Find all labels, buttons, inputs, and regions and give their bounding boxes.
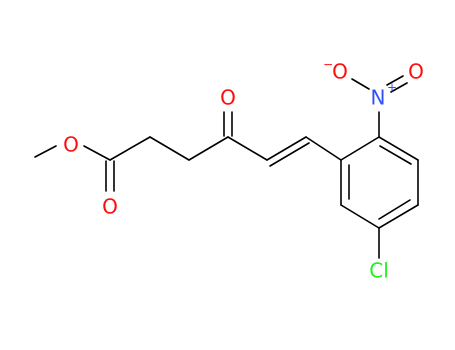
atom-nitro-nitrogen: N bbox=[371, 86, 386, 110]
bond-ring-2-3 bbox=[378, 136, 419, 161]
bond-alkene-ring bbox=[305, 136, 342, 161]
bond-ketone-c-alkene-c bbox=[227, 136, 268, 161]
atom-chlorine: Cl bbox=[369, 259, 389, 283]
bond-methyl-ester-o bbox=[34, 145, 57, 158]
atom-nitro-oxygen-2: O bbox=[408, 60, 424, 84]
bond-ester-o-carbonyl-c bbox=[83, 145, 111, 161]
atom-ester-oxygen: O bbox=[63, 133, 79, 157]
atom-ester-carbonyl-oxygen: O bbox=[102, 195, 118, 219]
atom-ketone-oxygen: O bbox=[220, 86, 236, 110]
nitro-nitrogen-charge: + bbox=[387, 81, 397, 95]
bond-ch2-ketone-c bbox=[188, 136, 229, 161]
bond-ring-inner-2 bbox=[378, 199, 411, 220]
bonds bbox=[34, 75, 419, 259]
bond-ch2-ch2 bbox=[149, 136, 190, 161]
bond-ring-inner-1 bbox=[379, 145, 412, 165]
bond-nitro-n-o2-b bbox=[390, 82, 408, 93]
bond-ring-1-2 bbox=[340, 136, 380, 161]
bond-nitro-n-o2-a bbox=[386, 75, 404, 86]
atom-labels: O O O N + O − O Cl bbox=[63, 58, 424, 283]
bond-ring-4-5 bbox=[378, 204, 419, 229]
bond-ring-5-6 bbox=[340, 204, 380, 229]
atom-nitro-oxygen-1: O bbox=[332, 60, 348, 84]
bond-alkene-double-a bbox=[266, 136, 307, 161]
bond-ester-c-ch2 bbox=[109, 136, 151, 161]
bond-alkene-double-b bbox=[269, 142, 310, 167]
bond-nitro-n-o1 bbox=[351, 78, 370, 90]
nitro-oxygen-1-charge: − bbox=[323, 58, 333, 72]
